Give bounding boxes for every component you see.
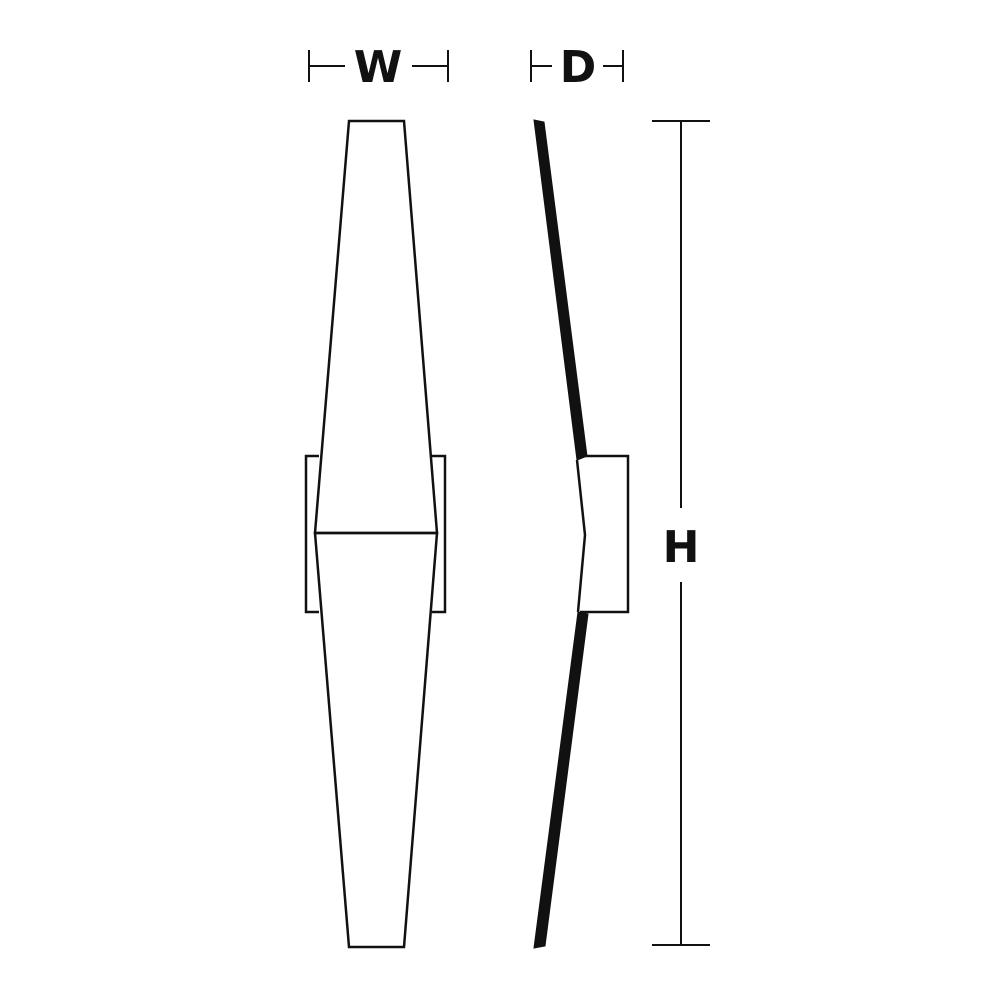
front-view	[304, 119, 447, 949]
width-label: W	[354, 42, 403, 93]
side-upper-edge	[533, 119, 588, 461]
depth-dimension: D	[530, 42, 624, 93]
front-upper-shade	[313, 119, 439, 535]
front-lower-shade	[313, 531, 439, 949]
width-dimension: W	[308, 42, 449, 93]
front-backplate-right	[432, 454, 447, 614]
side-view	[533, 119, 630, 949]
side-center-kink	[575, 459, 587, 613]
side-wall-mount	[580, 454, 630, 614]
depth-label: D	[560, 42, 597, 93]
height-label: H	[663, 522, 700, 573]
height-dimension: H	[652, 120, 710, 946]
side-lower-edge	[533, 611, 589, 949]
front-backplate-left	[304, 454, 319, 614]
